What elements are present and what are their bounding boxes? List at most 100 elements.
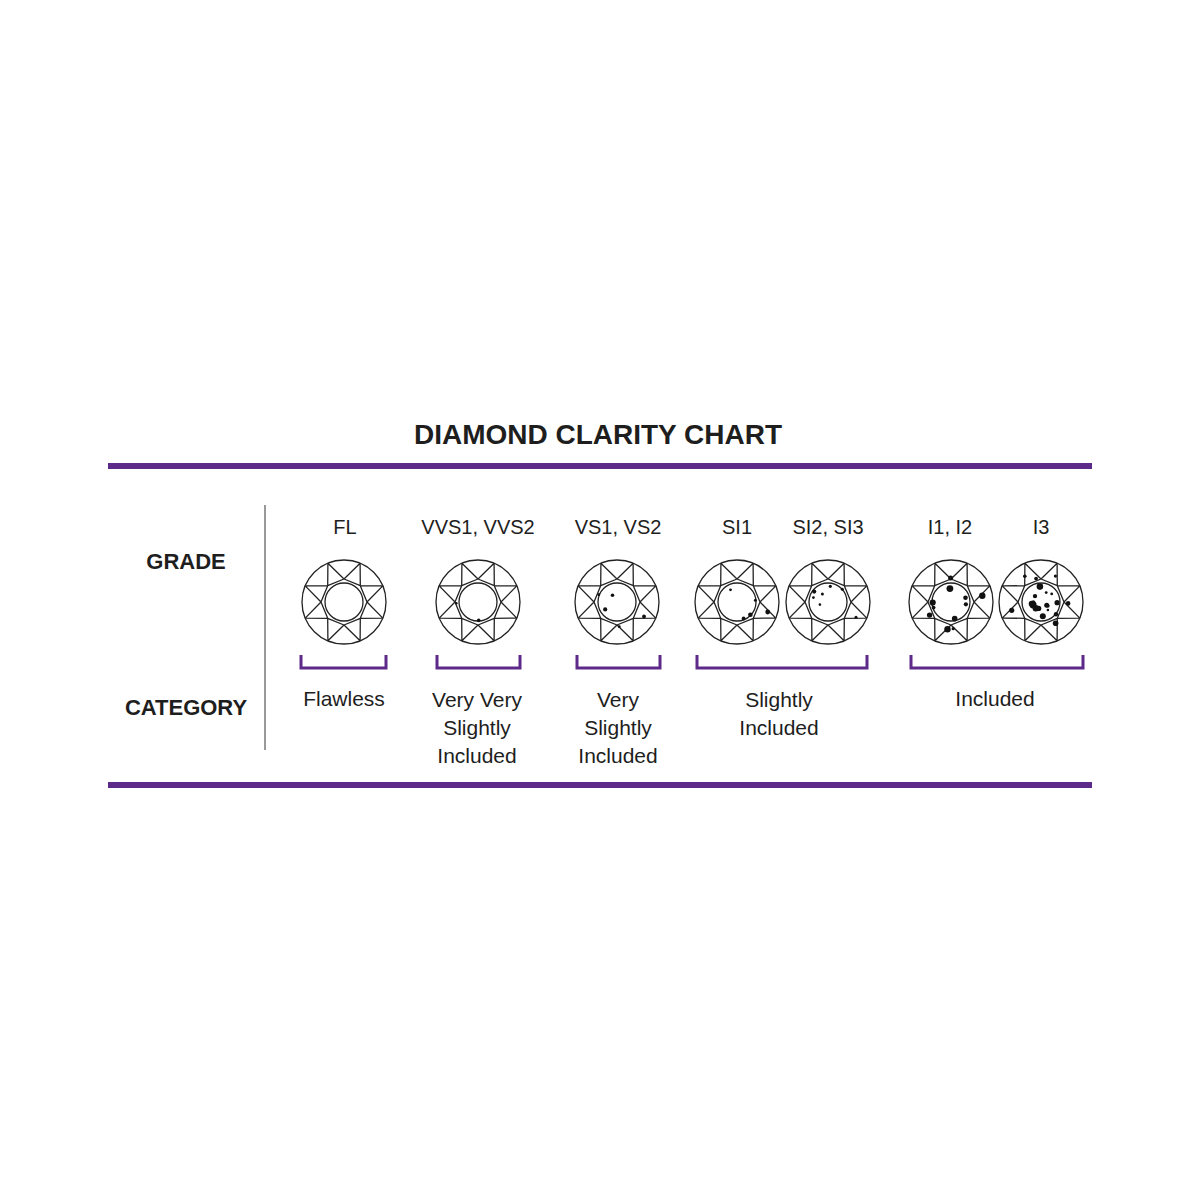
- top-rule: [108, 463, 1092, 469]
- inclusion: [952, 616, 958, 622]
- facets: [305, 563, 383, 641]
- category-label: Very Slightly Included: [565, 686, 671, 770]
- inclusion: [944, 626, 950, 632]
- inclusion: [455, 602, 458, 605]
- category-label: Flawless: [284, 685, 404, 713]
- inclusion: [829, 585, 832, 588]
- grade-label: VS1, VS2: [563, 513, 673, 541]
- inclusion: [611, 593, 615, 597]
- table: [932, 583, 970, 621]
- inclusion: [1045, 591, 1048, 594]
- girdle: [302, 560, 386, 644]
- inclusion: [597, 593, 600, 596]
- inclusion: [1036, 606, 1041, 611]
- diamond-icons: [302, 560, 1083, 644]
- inclusion: [618, 625, 621, 628]
- girdle: [575, 560, 659, 644]
- inclusion: [1033, 594, 1037, 598]
- inclusion: [855, 616, 858, 619]
- inclusion: [1044, 603, 1049, 608]
- inclusion: [1050, 593, 1053, 596]
- inclusion: [603, 607, 607, 611]
- facets: [698, 563, 776, 641]
- girdle: [909, 560, 993, 644]
- inclusion: [1009, 608, 1014, 613]
- inclusion: [1031, 601, 1035, 605]
- category-label: Very Very Slightly Included: [424, 686, 530, 770]
- inclusion: [979, 593, 985, 599]
- category-brackets: [301, 655, 1083, 668]
- diamond-icon: [999, 560, 1083, 644]
- grade-label: VVS1, VVS2: [413, 513, 543, 541]
- category-label: Slightly Included: [704, 686, 854, 742]
- table: [809, 583, 847, 621]
- grade-label: SI2, SI3: [783, 513, 873, 541]
- bracket: [697, 655, 867, 668]
- grade-label: FL: [315, 513, 375, 541]
- inclusion: [819, 603, 822, 606]
- inclusion: [1053, 621, 1059, 627]
- diamond-icon: [436, 560, 520, 644]
- inclusion: [748, 612, 753, 617]
- table: [325, 583, 363, 621]
- inclusion: [963, 596, 968, 601]
- bracket: [577, 655, 660, 668]
- facets: [1002, 563, 1080, 641]
- inclusion: [927, 612, 932, 617]
- inclusion: [1055, 600, 1060, 605]
- inclusion: [1054, 575, 1057, 578]
- facets: [912, 563, 990, 641]
- inclusion: [952, 627, 955, 630]
- diamond-icon: [786, 560, 870, 644]
- inclusion: [1023, 575, 1027, 579]
- inclusion: [964, 602, 968, 606]
- inclusion: [742, 617, 746, 621]
- bracket: [911, 655, 1083, 668]
- bottom-rule: [108, 782, 1092, 788]
- facets: [578, 563, 656, 641]
- girdle: [695, 560, 779, 644]
- girdle: [999, 560, 1083, 644]
- table: [459, 583, 497, 621]
- inclusion: [1040, 613, 1046, 619]
- category-label: Included: [920, 685, 1070, 713]
- inclusion: [1034, 577, 1038, 581]
- inclusion: [841, 588, 844, 591]
- row-header: GRADE: [101, 548, 271, 576]
- inclusion: [729, 588, 732, 591]
- row-header: CATEGORY: [101, 694, 271, 722]
- grade-label: I3: [1016, 513, 1066, 541]
- facets: [439, 563, 517, 641]
- inclusion: [932, 606, 936, 610]
- inclusion: [947, 585, 954, 592]
- inclusion: [930, 599, 936, 605]
- chart-title: DIAMOND CLARITY CHART: [248, 418, 948, 452]
- bracket: [437, 655, 520, 668]
- inclusion: [1047, 609, 1050, 612]
- girdle: [786, 560, 870, 644]
- diamond-icon: [302, 560, 386, 644]
- table: [598, 583, 636, 621]
- inclusion: [765, 610, 770, 615]
- diamond-icon: [909, 560, 993, 644]
- inclusion: [821, 593, 824, 596]
- inclusion: [812, 590, 816, 594]
- table: [718, 583, 756, 621]
- inclusion: [642, 615, 646, 619]
- inclusion: [1054, 612, 1058, 616]
- divider-line: [264, 505, 266, 750]
- inclusion: [1046, 604, 1049, 607]
- girdle: [436, 560, 520, 644]
- facets: [789, 563, 867, 641]
- grade-label: I1, I2: [910, 513, 990, 541]
- inclusion: [754, 599, 757, 602]
- diamond-icon: [575, 560, 659, 644]
- table: [1022, 583, 1060, 621]
- inclusion: [948, 576, 953, 581]
- grade-label: SI1: [707, 513, 767, 541]
- diamond-icon: [695, 560, 779, 644]
- inclusion: [1066, 601, 1071, 606]
- bracket: [301, 655, 386, 668]
- inclusion: [1032, 600, 1036, 604]
